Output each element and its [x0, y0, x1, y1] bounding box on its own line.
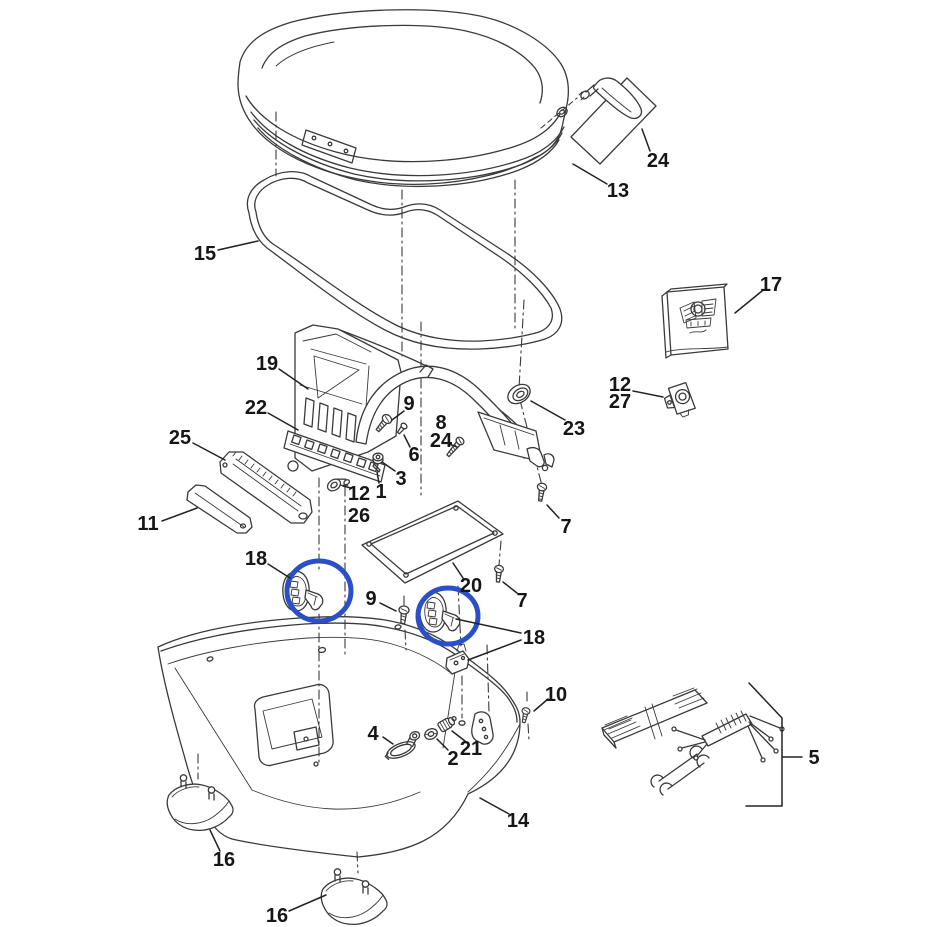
- medallion-emblem: [679, 298, 717, 334]
- part-callout-22: 22: [245, 397, 267, 419]
- part-callout-25: 25: [169, 427, 191, 449]
- callout-leader-24: [448, 443, 458, 448]
- part-callout-7: 7: [560, 516, 571, 538]
- latch-carrier-part-19: [287, 324, 555, 472]
- callout-leader-22: [267, 412, 299, 431]
- folding-tool: [671, 710, 785, 763]
- callout-leader-17: [734, 290, 763, 314]
- part-callout-24: 24: [647, 150, 670, 172]
- callout-leader-14: [479, 797, 510, 815]
- saddlebag-body-part-14: [157, 616, 521, 858]
- handle-kit-part-24: [540, 77, 657, 165]
- part-callout-10: 10: [545, 684, 567, 706]
- pin-part-1: [372, 463, 381, 473]
- lock-part-12-27: [663, 382, 696, 418]
- callout-leader-4: [382, 736, 394, 745]
- callout-leader-3: [381, 461, 396, 472]
- callout-leader-19: [278, 368, 309, 390]
- rail-part-25: [219, 451, 313, 524]
- retainer-part-21: [437, 715, 457, 733]
- callout-leader-2: [436, 738, 449, 751]
- seal-gasket-part-15: [246, 171, 563, 350]
- screw-part-9-upper: [375, 413, 393, 433]
- part-callout-15: 15: [194, 243, 216, 265]
- part-callout-2: 2: [447, 748, 458, 770]
- part-callout-7: 7: [516, 590, 527, 612]
- callout-leader-7: [502, 581, 518, 594]
- lock-part-4: [384, 731, 421, 760]
- callout-leader-13: [572, 163, 608, 185]
- wrenches: [650, 745, 710, 796]
- tool-pouch: [601, 687, 708, 749]
- part-callout-14: 14: [507, 810, 530, 832]
- callout-leader-16: [288, 894, 327, 912]
- part-callout-9: 9: [365, 588, 376, 610]
- callout-leader-27: [632, 390, 664, 398]
- callout-leader-11: [161, 507, 198, 522]
- projection-lines-upper: [275, 111, 542, 566]
- part-callout-12: 12: [609, 374, 631, 396]
- part-callout-9: 9: [403, 393, 414, 415]
- part-callout-24: 24: [430, 430, 453, 452]
- tool-kit-part-5: [601, 687, 785, 796]
- part-callout-12: 12: [348, 483, 370, 505]
- part-callout-26: 26: [348, 505, 370, 527]
- part-callout-5: 5: [808, 747, 819, 769]
- part-callout-19: 19: [256, 353, 278, 375]
- part-callout-4: 4: [367, 723, 379, 745]
- part-callout-20: 20: [460, 575, 482, 597]
- callout-leader-18: [467, 639, 522, 661]
- callout-leader-10: [533, 698, 549, 712]
- lid-part-13: [237, 9, 569, 188]
- part-callout-11: 11: [137, 513, 158, 535]
- nut-part-3: [372, 452, 384, 465]
- highlight-ellipse-part-18: [415, 585, 481, 647]
- part-callout-17: 17: [760, 274, 782, 296]
- callout-leader-25: [192, 442, 226, 461]
- part-callout-18: 18: [245, 548, 267, 570]
- callout-leader-21: [451, 730, 466, 742]
- rivet-part-6: [396, 422, 408, 435]
- medallion-part-17: [661, 283, 729, 359]
- screw-part-7-upper: [536, 482, 548, 502]
- callout-leader-6: [403, 434, 411, 448]
- part-callout-3: 3: [395, 468, 406, 490]
- highlight-ellipse-part-18: [284, 558, 354, 624]
- part-callout-8: 8: [435, 412, 446, 434]
- callout-leader-9: [379, 602, 397, 612]
- part-callout-16: 16: [266, 905, 288, 927]
- callout-leader-1: [376, 471, 380, 484]
- callout-leader-16: [209, 829, 221, 852]
- callout-leader-18: [267, 563, 291, 579]
- latch-bracket-part-18: [445, 643, 470, 675]
- part-callout-18: 18: [523, 627, 545, 649]
- grommet-part-12-26: [326, 478, 351, 492]
- washer-part-2: [424, 728, 438, 740]
- callout-leader-7: [546, 504, 560, 519]
- part-callout-1: 1: [375, 481, 386, 503]
- highlights-layer: [284, 558, 481, 647]
- tray-panel-part-20: [361, 500, 504, 584]
- screw-part-7-lower: [493, 564, 505, 583]
- screw-part-10: [521, 707, 531, 724]
- callout-leader-15: [217, 240, 259, 251]
- callout-leader-12: [342, 485, 352, 489]
- part-callout-13: 13: [607, 180, 629, 202]
- callout-leader-5: [745, 682, 783, 807]
- callout-leader-24: [641, 128, 651, 152]
- grommet-part-23: [507, 383, 531, 405]
- callout-leader-20: [452, 562, 464, 579]
- part-callout-6: 6: [408, 444, 419, 466]
- part-callout-16: 16: [213, 849, 235, 871]
- bumper-part-16-lower: [320, 868, 388, 926]
- trim-strip-part-11: [186, 484, 253, 534]
- callouts-layer: 1324151719222511982463112262312277207918…: [137, 128, 820, 927]
- part-callout-27: 27: [609, 391, 631, 413]
- callout-leader-18: [455, 618, 522, 634]
- callout-leader-23: [530, 400, 566, 421]
- callout-leader-9: [391, 410, 405, 421]
- part-callout-21: 21: [460, 738, 482, 760]
- part-callout-23: 23: [563, 418, 585, 440]
